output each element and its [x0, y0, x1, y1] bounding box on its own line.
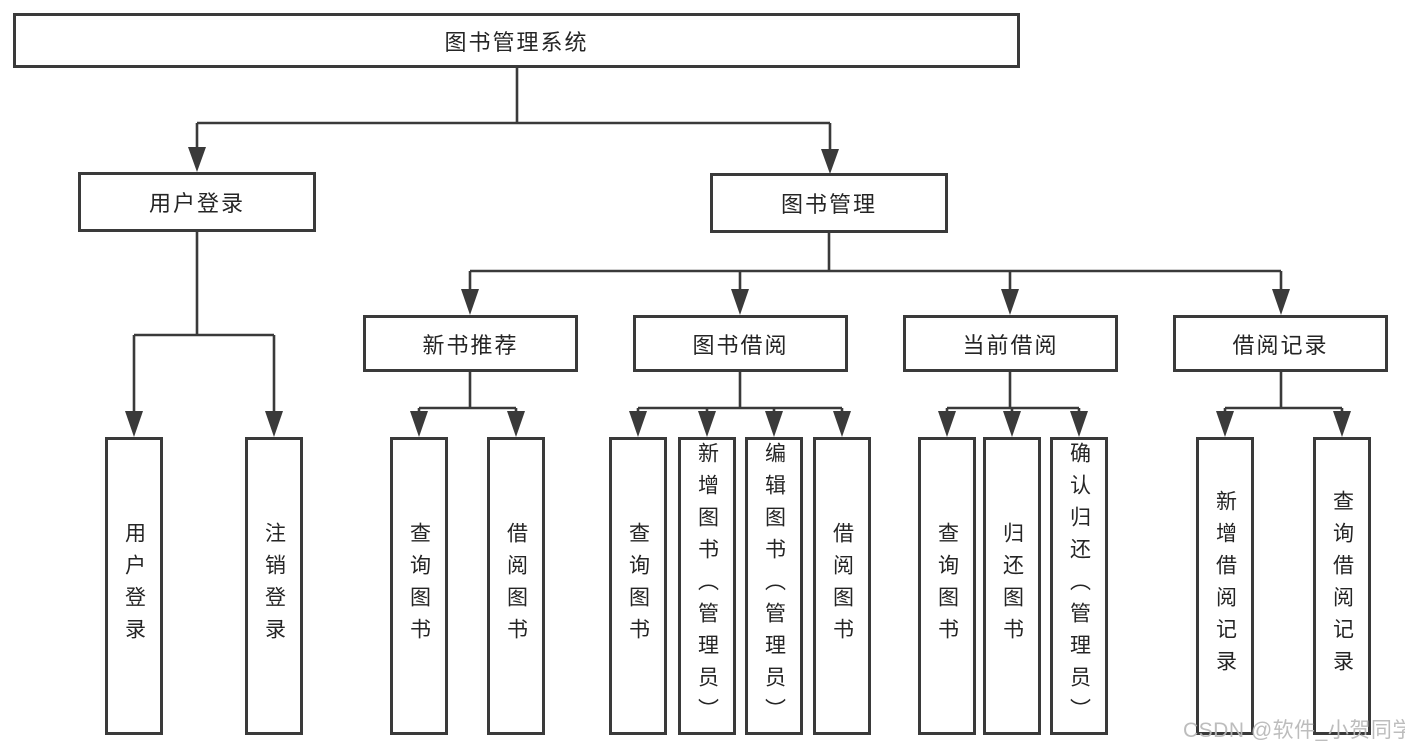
arrow-down-icon: [1333, 411, 1351, 437]
arrow-down-icon: [1070, 411, 1088, 437]
node-book-borrow: 图书借阅: [633, 315, 848, 372]
arrow-down-icon: [629, 411, 647, 437]
arrow-down-icon: [698, 411, 716, 437]
node-leaf-label: 借阅图书: [504, 522, 528, 650]
node-leaf-label: 用户登录: [122, 522, 146, 650]
arrow-down-icon: [938, 411, 956, 437]
arrow-down-icon: [821, 149, 839, 174]
node-leaf-label: 查询借阅记录: [1330, 490, 1354, 682]
node-borrow-records-label: 借阅记录: [1232, 332, 1329, 358]
arrow-down-icon: [1216, 411, 1234, 437]
node-leaf-label: 查询图书: [935, 522, 959, 650]
node-leaf-edit-book-admin: 编辑图书（管理员）: [745, 437, 803, 735]
node-leaf-add-borrow-record: 新增借阅记录: [1196, 437, 1254, 735]
node-new-book-recommend-label: 新书推荐: [422, 332, 519, 358]
node-leaf-return-book: 归还图书: [983, 437, 1041, 735]
arrow-down-icon: [1272, 289, 1290, 315]
node-leaf-query-books-borrow: 查询图书: [609, 437, 667, 735]
node-leaf-label: 查询图书: [407, 522, 431, 650]
node-root-label: 图书管理系统: [444, 29, 589, 55]
node-leaf-label: 编辑图书（管理员）: [762, 442, 786, 730]
node-book-borrow-label: 图书借阅: [692, 332, 789, 358]
arrow-down-icon: [1003, 411, 1021, 437]
node-new-book-recommend: 新书推荐: [363, 315, 578, 372]
node-leaf-query-borrow-record: 查询借阅记录: [1313, 437, 1371, 735]
node-leaf-label: 确认归还（管理员）: [1067, 442, 1091, 730]
connector-book-borrow: [636, 372, 844, 414]
node-leaf-borrow-books: 借阅图书: [813, 437, 871, 735]
csdn-watermark: CSDN @软件_小贺同学: [1183, 719, 1405, 742]
node-leaf-label: 借阅图书: [830, 522, 854, 650]
arrow-down-icon: [765, 411, 783, 437]
arrow-down-icon: [188, 147, 206, 172]
connector-borrow-records: [1223, 372, 1344, 414]
node-leaf-confirm-return-admin: 确认归还（管理员）: [1050, 437, 1108, 735]
arrow-down-icon: [833, 411, 851, 437]
node-leaf-label: 归还图书: [1000, 522, 1024, 650]
node-leaf-borrow-books-recommend: 借阅图书: [487, 437, 545, 735]
connector-new-book-recommend: [417, 372, 518, 414]
connector-current-borrow: [945, 372, 1081, 414]
node-user-login-label: 用户登录: [148, 191, 245, 216]
node-leaf-label: 新增借阅记录: [1213, 490, 1237, 682]
node-current-borrow-label: 当前借阅: [962, 332, 1059, 358]
node-current-borrow: 当前借阅: [903, 315, 1118, 372]
node-leaf-logout: 注销登录: [245, 437, 303, 735]
node-leaf-label: 注销登录: [262, 522, 286, 650]
node-leaf-query-books-current: 查询图书: [918, 437, 976, 735]
arrow-down-icon: [410, 411, 428, 437]
node-leaf-query-books-recommend: 查询图书: [390, 437, 448, 735]
node-book-management-label: 图书管理: [780, 192, 877, 217]
node-borrow-records: 借阅记录: [1173, 315, 1388, 372]
node-leaf-user-login: 用户登录: [105, 437, 163, 735]
arrow-down-icon: [125, 411, 143, 437]
arrow-down-icon: [461, 289, 479, 315]
node-book-management: 图书管理: [710, 173, 948, 233]
arrow-down-icon: [1001, 289, 1019, 315]
node-user-login: 用户登录: [78, 172, 316, 232]
arrow-down-icon: [507, 411, 525, 437]
connector-book-management: [468, 233, 1283, 292]
node-leaf-add-book-admin: 新增图书（管理员）: [678, 437, 736, 735]
connector-user-login: [132, 232, 276, 414]
node-root: 图书管理系统: [13, 13, 1020, 68]
node-leaf-label: 查询图书: [626, 522, 650, 650]
arrow-down-icon: [265, 411, 283, 437]
arrowheads: [125, 147, 1351, 437]
arrow-down-icon: [731, 289, 749, 315]
node-leaf-label: 新增图书（管理员）: [695, 442, 719, 730]
connector-root: [195, 68, 832, 152]
